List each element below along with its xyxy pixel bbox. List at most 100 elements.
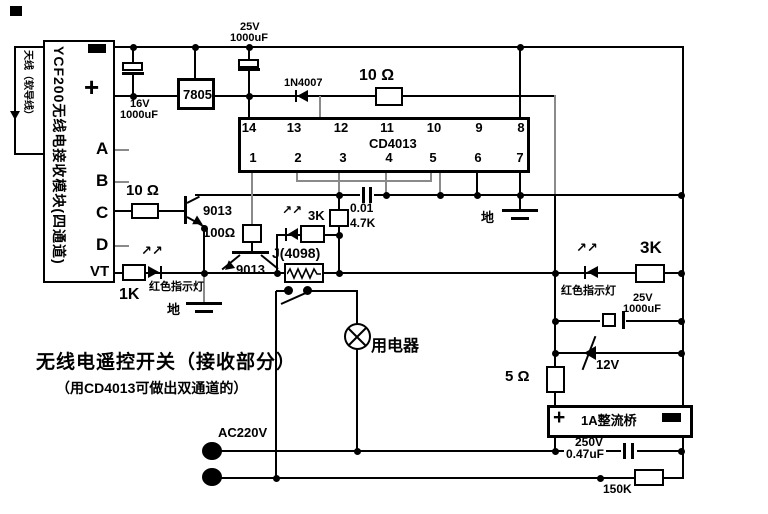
- resistor-150k: [634, 469, 664, 486]
- junction-dot: [354, 448, 361, 455]
- pin-stub-d: [115, 245, 129, 247]
- cap-gap: [360, 191, 374, 199]
- cap-001-plate: [362, 187, 365, 203]
- ground-bar: [186, 302, 222, 305]
- wire: [338, 173, 340, 196]
- cap25r-voltage: 25V: [633, 292, 653, 304]
- ic-pin-10: 10: [426, 120, 442, 135]
- cap25r-value: 1000uF: [623, 303, 661, 315]
- antenna-arrow: [10, 111, 20, 120]
- load-label: 用电器: [371, 338, 420, 355]
- cap-25v-right-plate: [602, 313, 616, 327]
- cap-001-plate: [369, 187, 372, 203]
- wire: [132, 47, 134, 63]
- junction-dot: [246, 44, 253, 51]
- wire: [519, 47, 521, 117]
- led3-emission-arrows: ↗↗: [576, 240, 598, 255]
- cap-gap: [621, 446, 637, 456]
- module-pin-b: B: [96, 171, 109, 190]
- resistor-5ohm: [546, 366, 565, 393]
- wire-antenna: [14, 153, 44, 155]
- cap16-value: 1000uF: [120, 109, 158, 121]
- wire: [275, 291, 277, 479]
- ac-terminal: [202, 468, 222, 486]
- junction-dot: [201, 225, 208, 232]
- wire: [194, 47, 196, 78]
- r47k-label: 4.7K: [350, 216, 376, 230]
- wire: [385, 173, 387, 195]
- q2-label: 9013: [236, 262, 265, 277]
- q2-bar: [232, 251, 269, 254]
- wire: [439, 173, 441, 195]
- resistor-1k: [122, 264, 146, 281]
- switch-gap: [287, 286, 306, 295]
- junction-dot: [201, 270, 208, 277]
- junction-dot: [383, 192, 390, 199]
- wire: [251, 243, 253, 253]
- wire: [554, 392, 556, 406]
- junction-dot: [678, 448, 685, 455]
- ic-pin-4: 4: [385, 150, 393, 165]
- module-plus: +: [84, 72, 100, 102]
- ic-cd4013-box: [238, 117, 530, 173]
- bridge-rectifier-box: [547, 405, 693, 438]
- junction-dot: [274, 270, 281, 277]
- wire-bracket: [430, 173, 432, 181]
- led1-bar: [160, 266, 162, 279]
- regulator-label: 7805: [183, 87, 212, 102]
- led2-arrow: [288, 228, 298, 240]
- module-pin-c: C: [96, 203, 109, 222]
- ground-bar: [195, 310, 213, 313]
- wire-bracket: [296, 173, 298, 181]
- gnd2-label: 地: [481, 210, 495, 225]
- ic-pin-7: 7: [516, 150, 524, 165]
- cap047-value: 0.47uF: [564, 447, 607, 461]
- junction-dot: [273, 475, 280, 482]
- wire: [519, 173, 521, 209]
- module-pin-d: D: [96, 235, 109, 254]
- ground-bar: [502, 209, 538, 212]
- ac-label: AC220V: [218, 425, 268, 440]
- r150k-label: 150K: [603, 482, 632, 496]
- ic-pin-11: 11: [380, 120, 394, 135]
- diode-1n4007-bar: [295, 90, 297, 102]
- ic-pin-12: 12: [333, 120, 349, 135]
- bridge-plus: +: [553, 406, 566, 429]
- led1-label: 红色指示灯: [149, 281, 204, 293]
- ic-pin-9: 9: [475, 120, 483, 135]
- page-subtitle: （用CD4013可做出双通道的）: [56, 380, 248, 396]
- switch-contact: [284, 286, 293, 295]
- resistor-100ohm: [242, 224, 262, 243]
- ic-pin-2: 2: [294, 150, 302, 165]
- cap-16v-plate: [122, 72, 144, 75]
- junction-dot: [130, 44, 137, 51]
- receiver-module-box: [43, 40, 115, 283]
- cap-16v-plate: [122, 62, 143, 71]
- relay-label: J(4098): [272, 245, 321, 261]
- led3-label: 红色指示灯: [561, 285, 616, 297]
- wire: [555, 352, 683, 354]
- wire: [476, 173, 478, 195]
- ic-pin-5: 5: [429, 150, 437, 165]
- module-pin-vt: VT: [90, 263, 110, 280]
- junction-dot: [130, 93, 137, 100]
- junction-dot: [552, 350, 559, 357]
- relay-coil-zigzag: [287, 267, 321, 280]
- bridge-label: 1A整流桥: [581, 413, 637, 428]
- led2-emission-arrows: ↗↗: [282, 203, 303, 217]
- wire: [682, 438, 684, 479]
- wire-bracket: [296, 180, 432, 182]
- junction-dot: [552, 448, 559, 455]
- junction-dot: [597, 475, 604, 482]
- wire: [554, 95, 556, 196]
- resistor-3k-right: [635, 264, 665, 283]
- r1k-label: 1K: [119, 286, 140, 303]
- wire: [276, 234, 278, 274]
- wire: [106, 46, 684, 48]
- wire-ac-top: [213, 450, 683, 452]
- ic-pin-3: 3: [339, 150, 347, 165]
- diode1-label: 1N4007: [284, 77, 323, 89]
- resistor-10ohm-top: [375, 87, 403, 106]
- junction-dot: [552, 270, 559, 277]
